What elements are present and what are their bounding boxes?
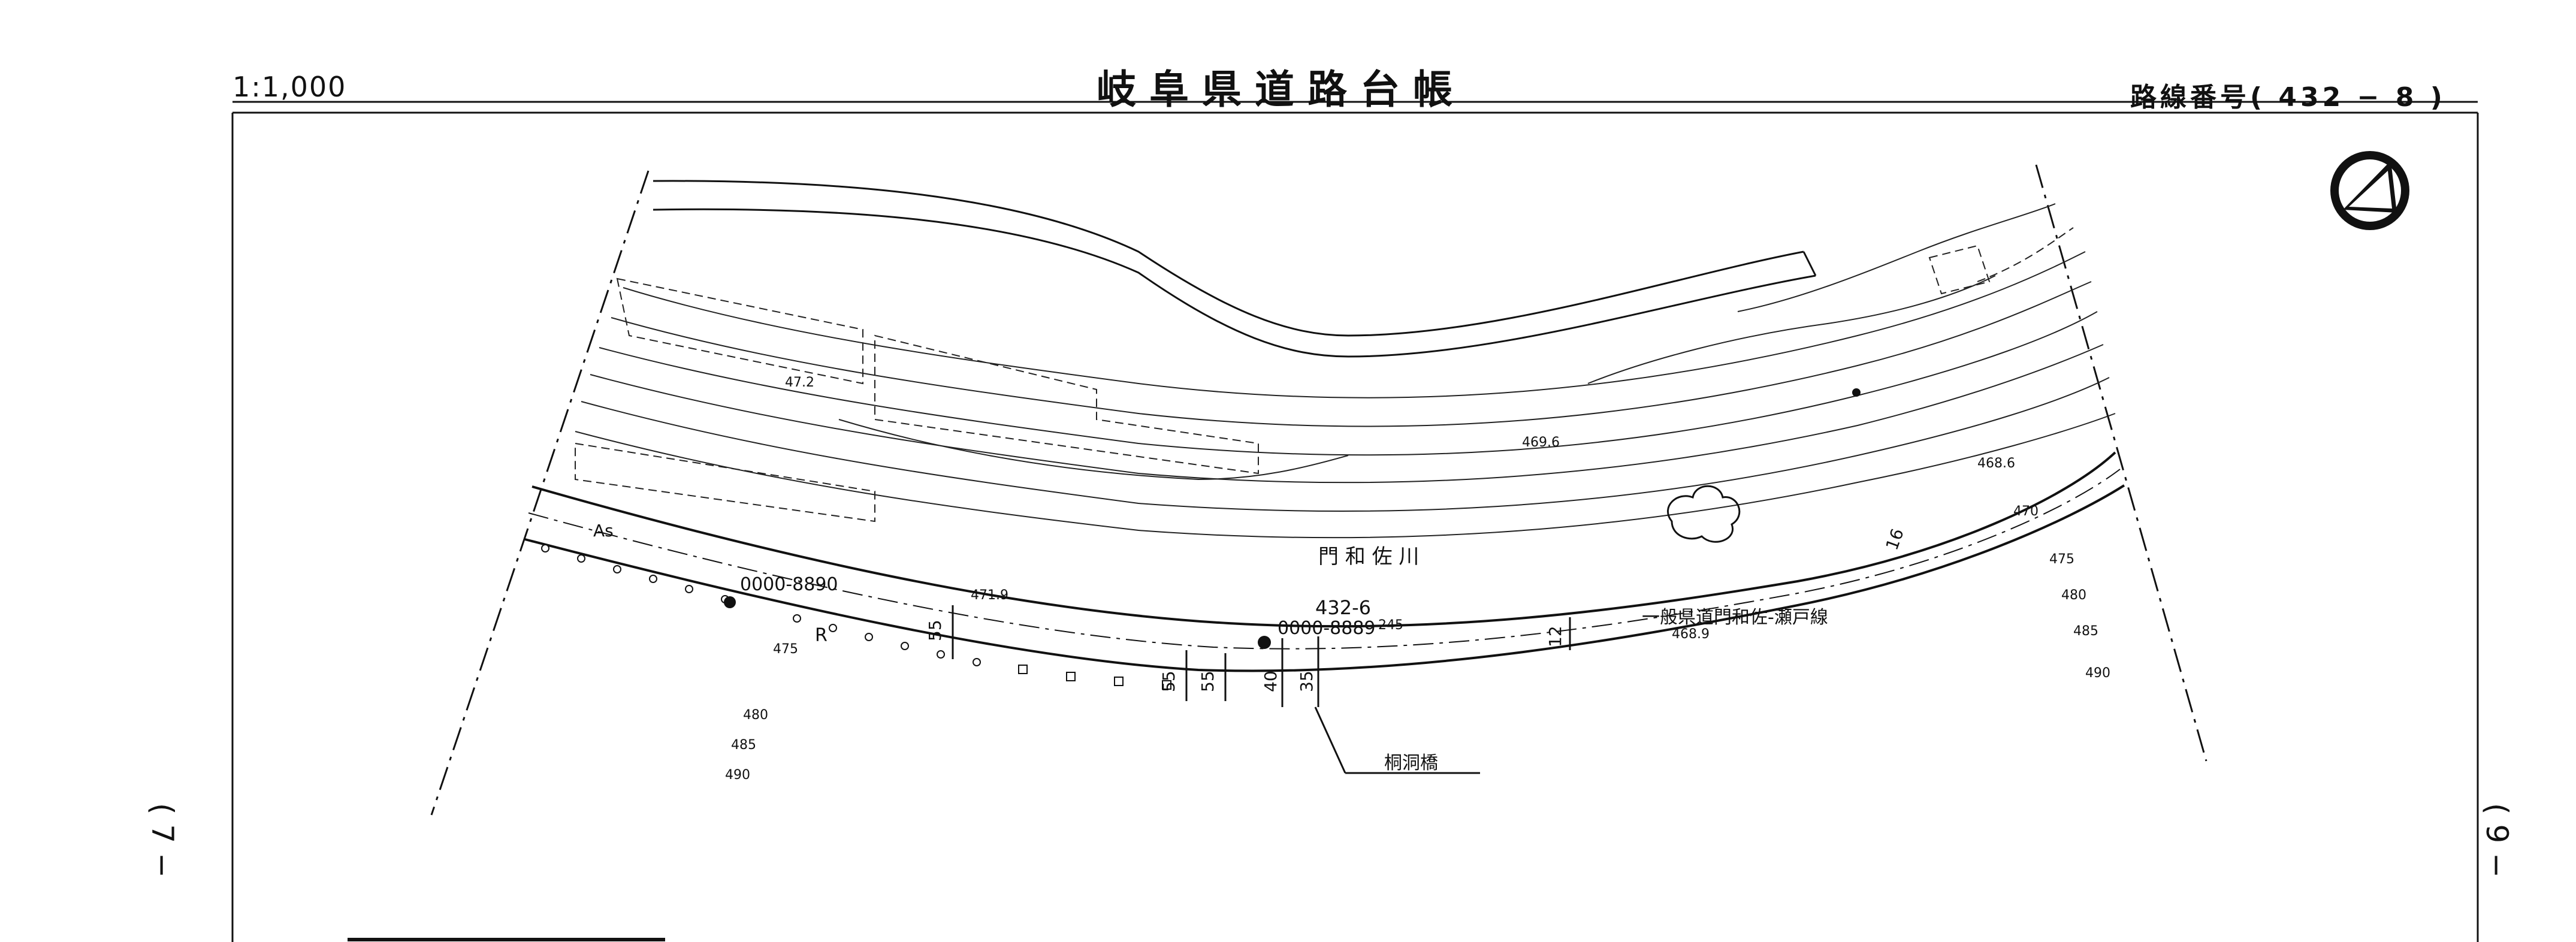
bridge-name: 桐洞橋 bbox=[1384, 753, 1438, 774]
elevation-label: 480 bbox=[2061, 588, 2086, 603]
survey-point-left[interactable] bbox=[724, 596, 736, 608]
north-arrow-icon bbox=[2330, 151, 2409, 230]
survey-point-upper bbox=[1852, 388, 1861, 397]
point-label-center: 0000-8889 bbox=[1278, 618, 1376, 639]
elevation-label: 485 bbox=[2073, 624, 2098, 639]
surface-type: As bbox=[593, 521, 614, 541]
elevation-label: 475 bbox=[2049, 552, 2074, 567]
elevation-label: 480 bbox=[743, 708, 768, 723]
elevation-label: 490 bbox=[725, 768, 750, 783]
elevation-label: 475 bbox=[773, 642, 798, 657]
elevation-label: 485 bbox=[731, 738, 756, 753]
width-label: 40 bbox=[1261, 671, 1281, 692]
misc-label: 245 bbox=[1378, 618, 1403, 633]
width-label: 12 bbox=[1545, 626, 1565, 647]
width-label: 55 bbox=[1198, 671, 1218, 692]
elevation-label: 470 bbox=[2013, 504, 2039, 519]
river-name: 門 和 佐 川 bbox=[1318, 545, 1419, 569]
elevation-label: 468.9 bbox=[1672, 627, 1710, 642]
route-label: 一般県道門和佐-瀬戸線 bbox=[1642, 607, 1828, 628]
bridge bbox=[1281, 636, 1480, 774]
route-number: 路線番号( 432 − 8 ) bbox=[2130, 82, 2446, 113]
river-channel bbox=[653, 180, 1817, 358]
sheet-boundaries bbox=[430, 164, 2207, 816]
point-label-left: 0000-8890 bbox=[740, 574, 838, 595]
survey-point-center[interactable] bbox=[1258, 636, 1271, 649]
contour-lines bbox=[575, 203, 2116, 539]
elevation-label: 490 bbox=[2085, 666, 2110, 681]
page-title: 岐阜県道路台帳 bbox=[1097, 67, 1466, 113]
elevation-label: 469.6 bbox=[1522, 435, 1560, 450]
elevation-label: 471.9 bbox=[971, 588, 1008, 603]
guard-fence bbox=[541, 544, 1171, 690]
road-code: 432-6 bbox=[1315, 596, 1371, 619]
width-label: 16 bbox=[1882, 526, 1908, 553]
width-dimension-lines bbox=[952, 605, 1571, 701]
map-frame bbox=[231, 101, 2479, 942]
width-label: 35 bbox=[1297, 671, 1316, 692]
curve-mark: R bbox=[815, 625, 828, 646]
misc-label: 47.2 bbox=[785, 375, 814, 390]
tree-icon bbox=[1667, 485, 1741, 543]
width-label: 55 bbox=[925, 620, 945, 641]
building-outlines bbox=[575, 227, 2074, 523]
elevation-label: 468.6 bbox=[1977, 456, 2015, 471]
road bbox=[524, 451, 2125, 672]
map-scale: 1:1,000 bbox=[232, 71, 347, 103]
width-label: 55 bbox=[1159, 671, 1179, 692]
